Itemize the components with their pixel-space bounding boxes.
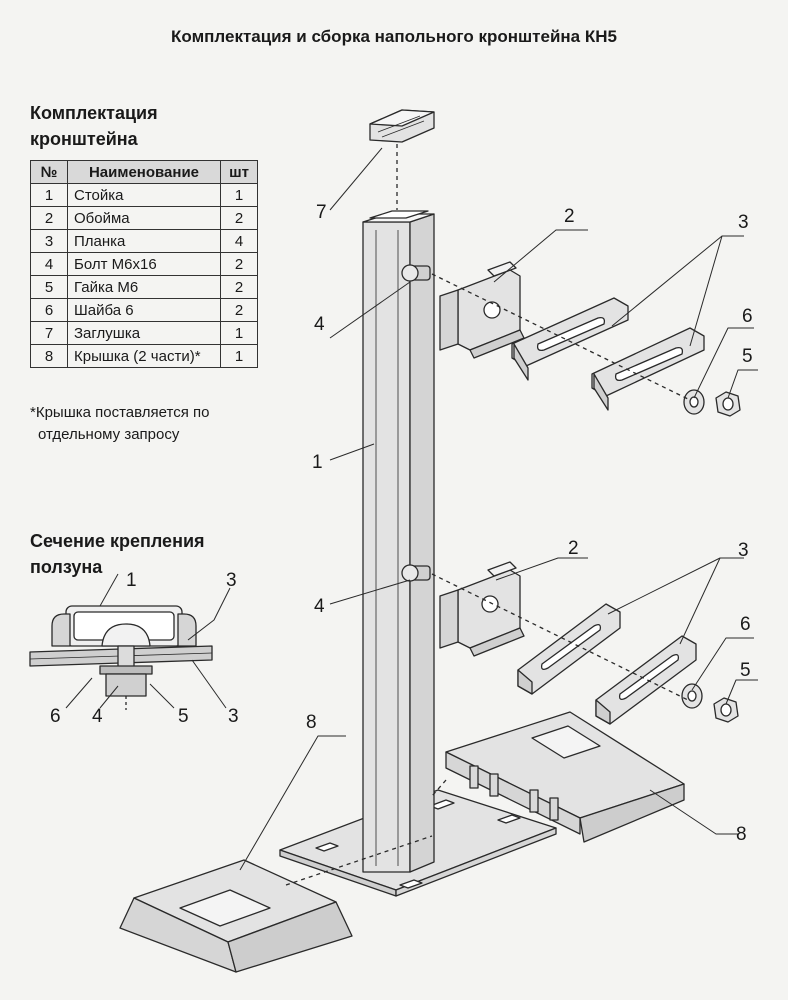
section-heading: Сечение крепления ползуна (30, 528, 205, 580)
label-8-right: 8 (736, 824, 747, 845)
footnote: *Крышка поставляется по отдельному запро… (30, 402, 270, 446)
footnote-line1: *Крышка поставляется по (30, 404, 210, 421)
section-heading-line1: Сечение крепления (30, 531, 205, 551)
label-3-upper: 3 (738, 212, 749, 233)
lower-nut (713, 697, 739, 723)
lower-clip (439, 561, 525, 657)
row-number: 7 (30, 321, 68, 345)
label-section-3-bottom: 3 (228, 706, 239, 727)
label-1: 1 (312, 452, 323, 473)
label-5-upper: 5 (742, 346, 753, 367)
label-section-6: 6 (50, 706, 61, 727)
row-number: 8 (30, 344, 68, 368)
row-number: 2 (30, 206, 68, 230)
section-heading-line2: ползуна (30, 557, 103, 577)
label-3-lower: 3 (738, 540, 749, 561)
cross-section-drawing (29, 605, 213, 710)
col-number: № (30, 160, 68, 184)
label-2-lower: 2 (568, 538, 579, 559)
row-number: 5 (30, 275, 68, 299)
kit-heading-line1: Комплектация (30, 103, 158, 123)
footnote-line2: отдельному запросу (38, 426, 180, 443)
label-6-lower: 6 (740, 614, 751, 635)
upper-bolt (401, 264, 431, 282)
label-4-upper: 4 (314, 314, 325, 335)
row-qty: 2 (220, 298, 258, 322)
row-qty: 2 (220, 275, 258, 299)
row-name: Шайба 6 (67, 298, 221, 322)
label-section-1: 1 (126, 570, 137, 591)
cover-left-half (119, 859, 353, 973)
upper-clip (439, 261, 525, 359)
cap-plug (369, 109, 435, 143)
upper-plate-a (511, 297, 629, 381)
label-2-upper: 2 (564, 206, 575, 227)
label-section-3-top: 3 (226, 570, 237, 591)
page-title: Комплектация и сборка напольного кронште… (171, 27, 617, 46)
label-8-left: 8 (306, 712, 317, 733)
label-7: 7 (316, 202, 327, 223)
row-qty: 1 (220, 344, 258, 368)
row-name: Обойма (67, 206, 221, 230)
label-6-upper: 6 (742, 306, 753, 327)
lower-bolt (401, 564, 431, 582)
row-name: Заглушка (67, 321, 221, 345)
cover-right-half (445, 711, 685, 843)
lower-washer (681, 683, 703, 709)
lower-plate-b (595, 635, 697, 725)
label-section-5: 5 (178, 706, 189, 727)
col-name: Наименование (67, 160, 221, 184)
row-number: 6 (30, 298, 68, 322)
row-qty: 2 (220, 206, 258, 230)
row-name: Крышка (2 части)* (67, 344, 221, 368)
label-4-lower: 4 (314, 596, 325, 617)
lower-plate-a (517, 603, 621, 695)
upper-nut (715, 391, 741, 417)
label-section-4: 4 (92, 706, 103, 727)
kit-heading-line2: кронштейна (30, 129, 138, 149)
label-5-lower: 5 (740, 660, 751, 681)
upright-post (362, 210, 435, 873)
upper-plate-b (591, 327, 705, 411)
row-qty: 2 (220, 252, 258, 276)
upper-washer (683, 389, 705, 415)
kit-heading: Комплектация кронштейна (30, 100, 158, 152)
row-name: Болт М6х16 (67, 252, 221, 276)
